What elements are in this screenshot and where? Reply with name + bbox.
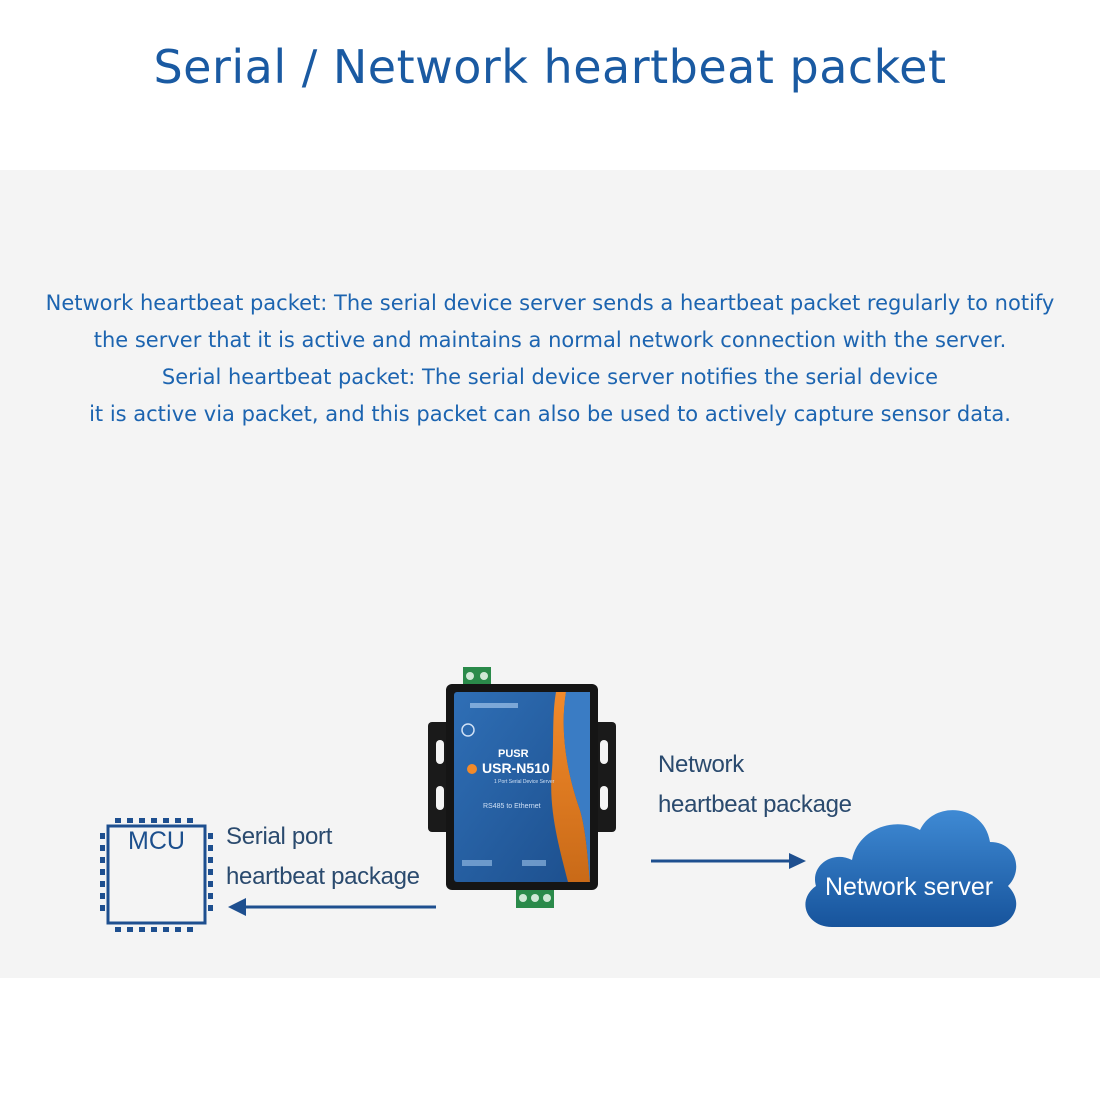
serial-arrow-icon: [228, 898, 436, 916]
device-model: USR-N510: [482, 760, 550, 776]
cloud-icon: [805, 810, 1017, 927]
device-subtitle: 1 Port Serial Device Server: [494, 779, 555, 785]
description-line-3: Serial heartbeat packet: The serial devi…: [161, 365, 939, 389]
device-caption: RS485 to Ethernet: [483, 803, 541, 810]
network-heartbeat-label: Network heartbeat package: [658, 745, 852, 825]
mcu-chip-icon: [100, 818, 213, 932]
diagram-graphics: PUSR USR-N510 1 Port Serial Device Serve…: [100, 667, 1017, 932]
serial-label-line1: Serial port: [226, 823, 333, 850]
mcu-pins: [100, 818, 213, 932]
device-usr-n510-icon: PUSR USR-N510 1 Port Serial Device Serve…: [428, 667, 616, 908]
mcu-label: MCU: [128, 827, 185, 855]
network-label-line1: Network: [658, 751, 744, 778]
network-arrow-icon: [651, 853, 806, 869]
device-brand: PUSR: [498, 748, 529, 760]
description-line-1: Network heartbeat packet: The serial dev…: [45, 291, 1055, 315]
description-line-2: the server that it is active and maintai…: [93, 328, 1007, 352]
cloud-label: Network server: [824, 873, 994, 901]
page-title: Serial / Network heartbeat packet: [153, 40, 947, 94]
serial-heartbeat-label: Serial port heartbeat package: [226, 817, 420, 897]
network-label-line2: heartbeat package: [658, 791, 852, 818]
serial-label-line2: heartbeat package: [226, 863, 420, 890]
diagram-panel: Network heartbeat packet: The serial dev…: [0, 170, 1100, 978]
description-text: Network heartbeat packet: The serial dev…: [0, 285, 1100, 433]
description-line-4: it is active via packet, and this packet…: [89, 402, 1011, 426]
